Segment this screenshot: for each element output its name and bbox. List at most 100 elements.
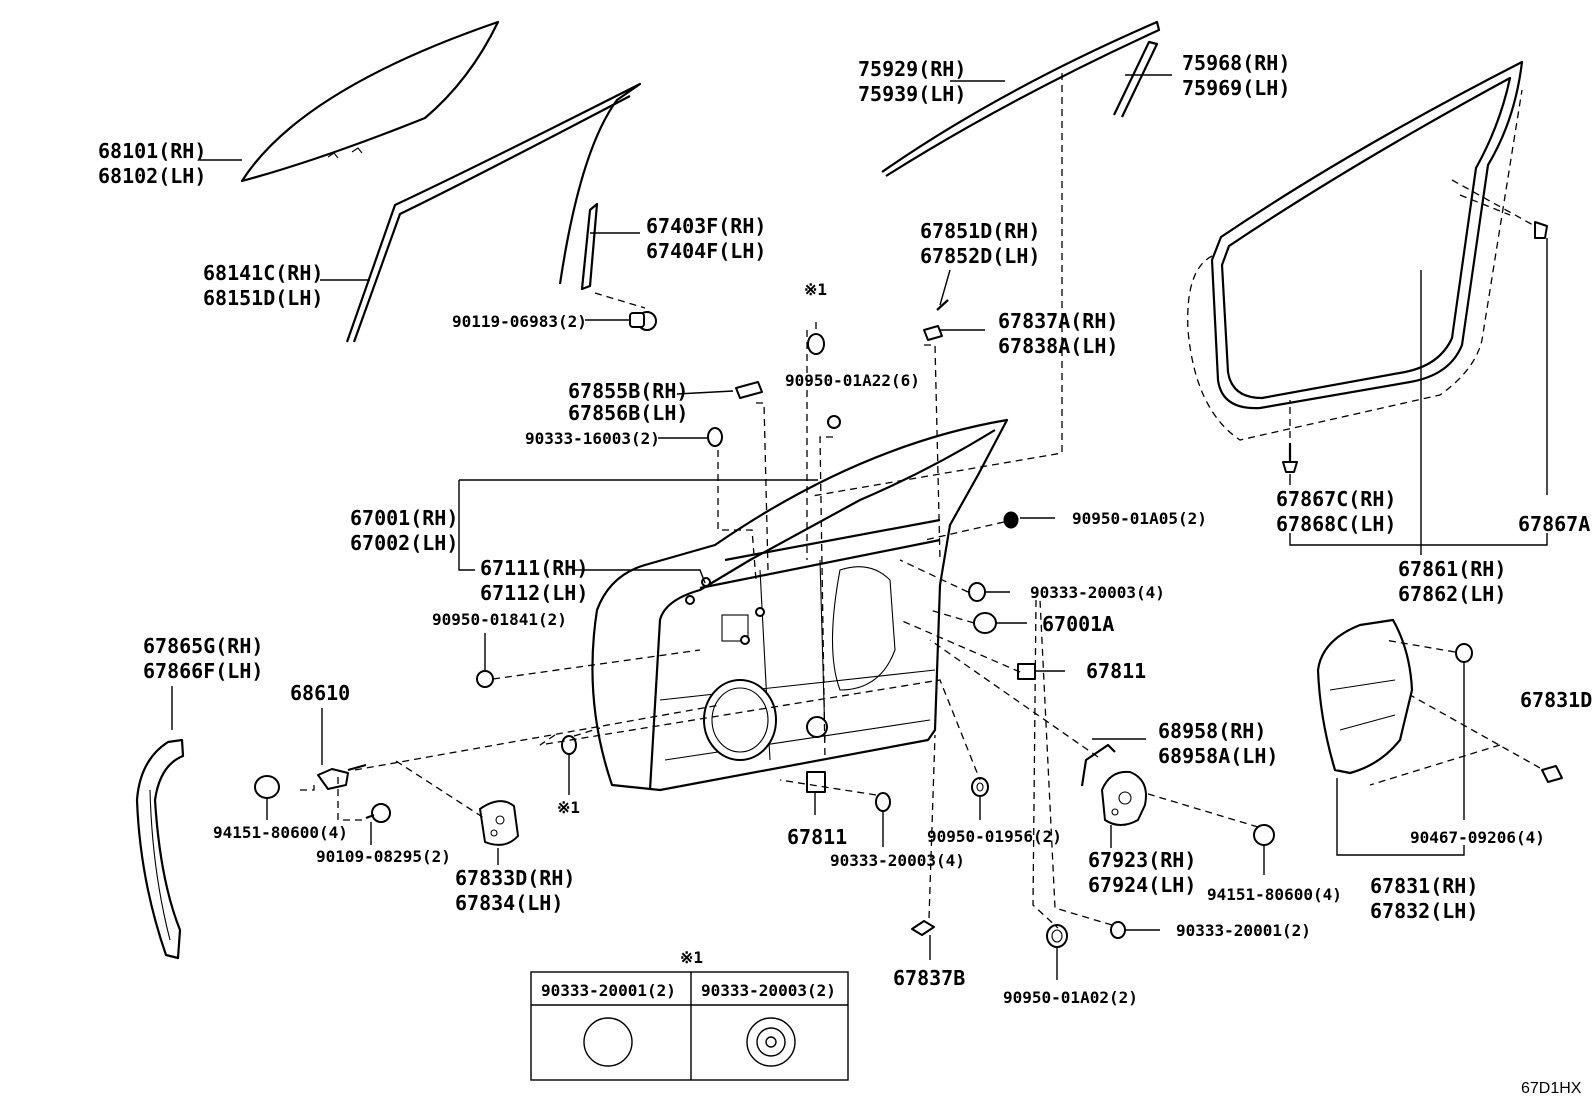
bracket-67831d-drawing <box>1541 765 1563 783</box>
label-glass-rh: 68101(RH) <box>98 139 206 163</box>
bolt-90109-drawing <box>365 803 391 823</box>
label-outer-panel-rh: 67111(RH) <box>480 556 588 580</box>
label-moulding-outer-lh: 75939(LH) <box>858 82 966 106</box>
label-seal-67811-lower: 67811 <box>787 825 847 849</box>
lock-67923-drawing <box>1101 770 1147 826</box>
trim-67831-drawing <box>1316 618 1414 775</box>
hinge-68610-drawing <box>317 763 367 790</box>
legend-col1-label: 90333-20001(2) <box>541 981 676 1000</box>
label-weatherstrip-body-lh: 67866F(LH) <box>143 659 263 683</box>
outer-moulding-drawing <box>881 20 1161 177</box>
label-door-check-rh: 68958(RH) <box>1158 719 1266 743</box>
plug-20003-lower-drawing <box>875 792 891 812</box>
label-glass-run-lh: 68151D(LH) <box>203 286 323 310</box>
plug-20001-drawing <box>1110 921 1126 939</box>
label-seal-67811-right: 67811 <box>1086 659 1146 683</box>
clip-67867a-drawing <box>1534 221 1548 239</box>
label-moulding-outer-rh: 75929(RH) <box>858 57 966 81</box>
clip-67837b-drawing <box>911 920 935 936</box>
check-67851-drawing <box>936 299 949 311</box>
label-plug-01956: 90950-01956(2) <box>927 827 1062 846</box>
label-plug-20003-right: 90333-20003(4) <box>1030 583 1165 602</box>
label-note-ref-lower: ※1 <box>557 798 580 817</box>
label-glass-lh: 68102(LH) <box>98 164 206 188</box>
nut-94151-left-drawing <box>254 775 280 799</box>
seal-67811-lower-drawing <box>806 771 826 793</box>
door-panel-drawing <box>591 418 1009 792</box>
label-nut-94151-left: 94151-80600(4) <box>213 823 348 842</box>
bracket-67855-drawing <box>735 381 763 399</box>
label-frame-sash-lh: 67404F(LH) <box>646 239 766 263</box>
door-weatherstrip-drawing <box>1187 60 1534 441</box>
label-door-panel-lh: 67002(LH) <box>350 531 458 555</box>
label-clip-67837-rh: 67837A(RH) <box>998 309 1118 333</box>
label-trim-67831-rh: 67831(RH) <box>1370 874 1478 898</box>
label-plug-01841: 90950-01841(2) <box>432 610 567 629</box>
label-clip-67867c-rh: 67867C(RH) <box>1276 487 1396 511</box>
label-plug-01a05: 90950-01A05(2) <box>1072 509 1207 528</box>
label-weatherstrip-body-rh: 67865G(RH) <box>143 634 263 658</box>
service-cover-drawing <box>479 800 519 846</box>
bolt-90119-drawing <box>629 311 657 331</box>
seal-67811-right-drawing <box>1017 663 1036 680</box>
label-trim-67831-lh: 67832(LH) <box>1370 899 1478 923</box>
label-bolt-90109: 90109-08295(2) <box>316 847 451 866</box>
label-door-check-lh: 68958A(LH) <box>1158 744 1278 768</box>
plug-01a22-drawing <box>827 415 841 429</box>
legend-table <box>530 971 849 1081</box>
label-bracket-67831d: 67831D <box>1520 688 1592 712</box>
label-service-cover-rh: 67833D(RH) <box>455 866 575 890</box>
legend-col2-label: 90333-20003(2) <box>701 981 836 1000</box>
label-bolt-90119: 90119-06983(2) <box>452 312 587 331</box>
label-plug-01a02: 90950-01A02(2) <box>1003 988 1138 1007</box>
label-moulding-rear-rh: 75968(RH) <box>1182 51 1290 75</box>
label-bracket-67855-rh: 67855B(RH) <box>568 379 688 403</box>
label-door-panel-rh: 67001(RH) <box>350 506 458 530</box>
legend-title: ※1 <box>680 948 703 967</box>
label-plug-20001: 90333-20001(2) <box>1176 921 1311 940</box>
label-hole-plug-16003: 90333-16003(2) <box>525 429 660 448</box>
legend-plug-20001-icon <box>583 1017 633 1067</box>
cushion-67001a-drawing <box>973 612 997 634</box>
frame-sash-drawing <box>580 202 599 291</box>
plug-01841-drawing <box>476 670 494 688</box>
leader-lines <box>171 74 1548 980</box>
label-clip-67837b: 67837B <box>893 966 965 990</box>
label-glass-run-rh: 68141C(RH) <box>203 261 323 285</box>
part-labels: 68101(RH) 68102(LH) 68141C(RH) 68151D(LH… <box>98 51 1592 1097</box>
label-check-67851-rh: 67851D(RH) <box>920 219 1040 243</box>
plug-20003-right-drawing <box>968 582 986 602</box>
label-hinge-68610: 68610 <box>290 681 350 705</box>
label-check-67851-lh: 67852D(LH) <box>920 244 1040 268</box>
plug-01956-drawing <box>971 777 989 797</box>
body-weatherstrip-drawing <box>135 738 185 960</box>
dashed-connectors <box>295 73 1541 929</box>
label-rivet-90467: 90467-09206(4) <box>1410 828 1545 847</box>
diagram-code: 67D1HX <box>1521 1080 1582 1097</box>
plug-01a02-drawing <box>1046 924 1068 948</box>
label-moulding-rear-lh: 75969(LH) <box>1182 76 1290 100</box>
legend-plug-20003-icon <box>746 1017 796 1067</box>
label-nut-94151-right: 94151-80600(4) <box>1207 885 1342 904</box>
label-weatherstrip-door-rh: 67861(RH) <box>1398 557 1506 581</box>
label-cushion-67001a: 67001A <box>1042 612 1114 636</box>
label-plug-20003-lower: 90333-20003(4) <box>830 851 965 870</box>
label-plug-01a22: 90950-01A22(6) <box>785 371 920 390</box>
lower-note-plug-drawing <box>561 735 577 755</box>
label-clip-67867c-lh: 67868C(LH) <box>1276 512 1396 536</box>
glass-run-drawing <box>345 82 642 343</box>
plug-01a05-drawing <box>1003 511 1019 529</box>
door-glass-drawing <box>240 20 500 183</box>
label-bracket-67855-lh: 67856B(LH) <box>568 401 688 425</box>
door-check-drawing <box>1080 743 1116 787</box>
label-clip-67867a: 67867A <box>1518 512 1590 536</box>
nut-94151-right-drawing <box>1253 824 1275 846</box>
label-service-cover-lh: 67834(LH) <box>455 891 563 915</box>
label-frame-sash-rh: 67403F(RH) <box>646 214 766 238</box>
note-ref-plug-drawing <box>807 333 825 355</box>
rivet-90467-drawing <box>1455 643 1473 663</box>
clip-67867c-drawing <box>1282 443 1298 473</box>
label-weatherstrip-door-lh: 67862(LH) <box>1398 582 1506 606</box>
clip-67837a-drawing <box>923 325 943 341</box>
hole-plug-16003-drawing <box>707 427 723 447</box>
